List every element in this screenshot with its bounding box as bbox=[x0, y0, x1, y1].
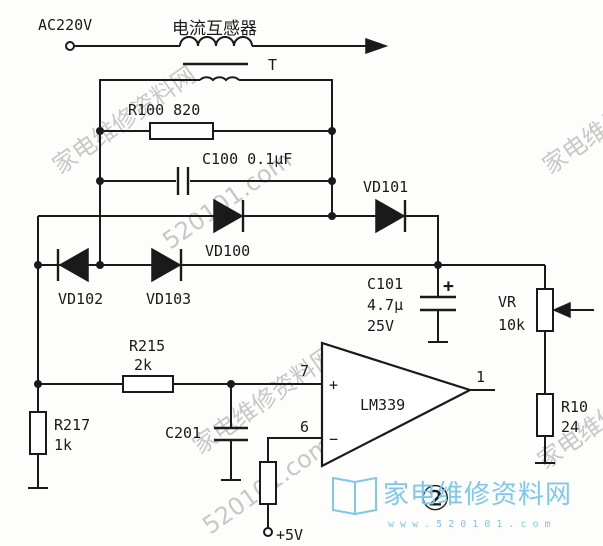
site-logo: 家电维修资料网 w w w . 5 2 0 1 0 1 . c o m bbox=[332, 476, 572, 530]
secondary-right-wire bbox=[239, 79, 333, 216]
pin-7-label: 7 bbox=[300, 362, 309, 380]
bias-resistor bbox=[259, 461, 277, 505]
logo-brand-text: 家电维修资料网 bbox=[383, 480, 572, 510]
pin-1-label: 1 bbox=[476, 368, 485, 386]
comparator-lm339 bbox=[320, 341, 473, 468]
pin-6-label: 6 bbox=[300, 418, 309, 436]
c201-label: C201 bbox=[165, 424, 201, 442]
watermark-layer: 家电维修资料网 520101.com 家电维修资料网 520101.com 家电… bbox=[47, 61, 603, 540]
diode-vd102 bbox=[58, 247, 89, 283]
supply-terminal bbox=[263, 527, 273, 537]
r217-name: R217 bbox=[54, 416, 90, 434]
ac-source-label: AC220V bbox=[38, 16, 92, 34]
sensor-title: 电流互感器 bbox=[172, 19, 257, 39]
c101-name: C101 bbox=[367, 275, 403, 293]
pin6-wire bbox=[267, 437, 322, 462]
comparator-label: LM339 bbox=[360, 396, 405, 414]
resistor-r100 bbox=[149, 122, 214, 140]
vd100-label: VD100 bbox=[205, 242, 250, 260]
r10-value: 24 bbox=[561, 418, 579, 436]
junction-dot bbox=[96, 127, 104, 135]
r100-label: R100 820 bbox=[128, 101, 200, 119]
diode-vd103 bbox=[151, 247, 182, 283]
current-direction-arrow bbox=[365, 37, 389, 55]
book-icon bbox=[332, 476, 356, 516]
junction-dot bbox=[328, 127, 336, 135]
supply-label: +5V bbox=[276, 526, 303, 544]
vd103-label: VD103 bbox=[146, 290, 191, 308]
secondary-coil bbox=[199, 76, 240, 82]
vd102-label: VD102 bbox=[58, 290, 103, 308]
secondary-left-wire bbox=[99, 79, 200, 265]
primary-coil bbox=[179, 36, 253, 47]
pin-minus-mark: − bbox=[329, 430, 338, 448]
resistor-r10 bbox=[536, 393, 554, 437]
c101-voltage: 25V bbox=[367, 317, 394, 335]
vr-wiper-arrow bbox=[552, 301, 571, 319]
c101-polarity: + bbox=[443, 276, 454, 297]
vd101-label: VD101 bbox=[363, 178, 408, 196]
r217-value: 1k bbox=[54, 436, 72, 454]
r215-name: R215 bbox=[129, 337, 165, 355]
vr-name: VR bbox=[498, 293, 517, 311]
r10-name: R10 bbox=[561, 398, 588, 416]
junction-dot bbox=[96, 177, 104, 185]
potentiometer-vr bbox=[536, 288, 554, 332]
diode-vd101 bbox=[375, 198, 406, 234]
r215-value: 2k bbox=[134, 356, 152, 374]
vd101-output-wire bbox=[405, 215, 439, 265]
book-icon bbox=[354, 476, 377, 515]
transformer-label: T bbox=[268, 56, 277, 74]
junction-dot bbox=[328, 177, 336, 185]
pin-plus-mark: + bbox=[329, 376, 338, 394]
diode-vd100 bbox=[213, 198, 244, 234]
figure-number: ② bbox=[420, 479, 450, 519]
resistor-r217 bbox=[29, 411, 47, 455]
watermark-text: 家电维修资料网 bbox=[537, 61, 603, 180]
watermark-text: 家电维修资料网 bbox=[47, 61, 201, 180]
junction-dot bbox=[328, 212, 336, 220]
c100-label: C100 0.1μF bbox=[202, 150, 292, 168]
logo-url-text: w w w . 5 2 0 1 0 1 . c o m bbox=[388, 519, 551, 530]
ac-input-terminal bbox=[65, 41, 75, 51]
vr-value: 10k bbox=[498, 316, 525, 334]
junction-dot bbox=[96, 261, 104, 269]
c101-value: 4.7μ bbox=[367, 296, 403, 314]
resistor-r215 bbox=[122, 375, 174, 393]
